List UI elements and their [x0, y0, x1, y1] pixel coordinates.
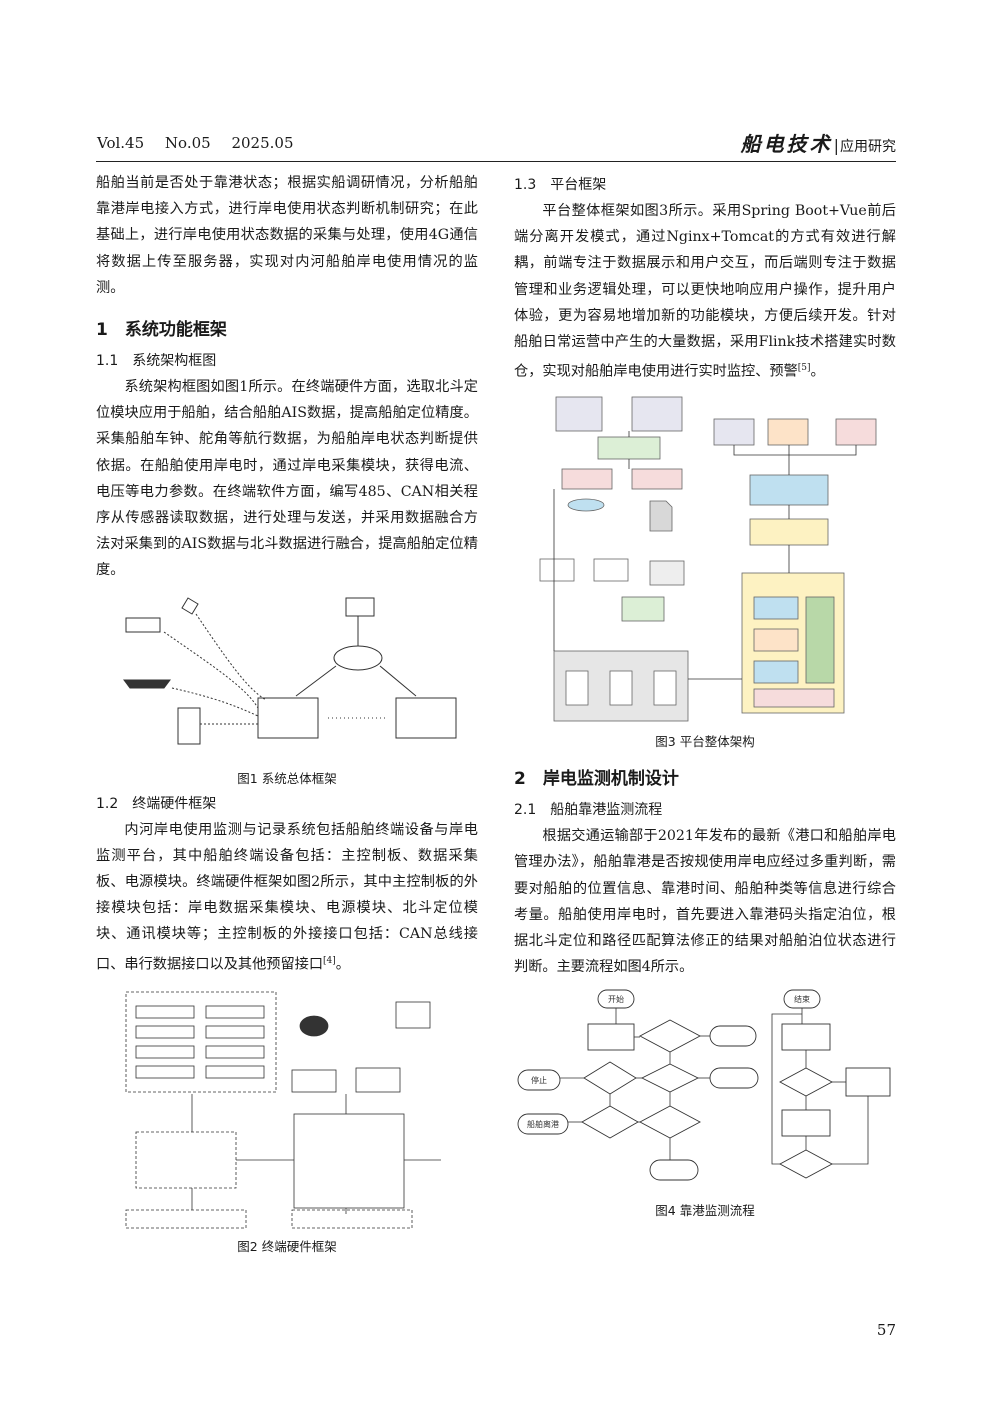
paragraph-1-2-end: 。: [335, 956, 350, 973]
satellite-icon: [181, 596, 199, 615]
cloud-icon: [333, 645, 383, 671]
figure-1-diagram: [123, 596, 457, 745]
subsection-1-1-heading: 1.1 系统架构框图: [96, 353, 217, 370]
figure-3-diagram: [539, 396, 877, 722]
process-box-1: [587, 1023, 635, 1051]
subsection-2-1-heading: 2.1 船舶靠港监测流程: [514, 802, 663, 819]
network-icon: [299, 1015, 329, 1036]
terminal-1-icon: [257, 697, 319, 739]
data-board-box: [135, 1131, 237, 1188]
figure-1-caption: 图1 系统总体框架: [237, 770, 337, 786]
subsection-1-2-heading: 1.2 终端硬件框架: [96, 795, 217, 812]
paragraph-1-3-end: 。: [810, 363, 825, 380]
flow-stop-label: 停止: [531, 1075, 547, 1085]
server-icon: [345, 597, 375, 617]
beidou-module-box: [355, 1067, 401, 1092]
figure-4-flowchart: 开始 结束 停止 船舶离港: [517, 989, 891, 1181]
paragraph-1-3: 平台整体框架如图3所示。采用Spring Boot+Vue前后端分离开发模式，通…: [514, 198, 896, 385]
left-column: 船舶当前是否处于靠港状态；根据实船调研情况，分析船舶靠港岸电接入方式，进行岸电使…: [96, 170, 478, 1259]
paragraph-1-1: 系统架构框图如图1所示。在终端硬件方面，选取北斗定位模块应用于船舶，结合船舶AI…: [96, 379, 478, 579]
section-2-heading: 2 岸电监测机制设计: [514, 769, 679, 790]
decision-3: [640, 1063, 700, 1093]
paragraph-2-1: 根据交通运输部于2021年发布的最新《港口和船舶岸电管理办法》，船舶靠港是否按规…: [514, 828, 896, 976]
figure-4-caption: 图4 靠港监测流程: [655, 1203, 755, 1219]
ais-device-icon: [125, 617, 161, 633]
paragraph-1-2: 内河岸电使用监测与记录系统包括船舶终端设备与岸电监测平台，其中船舶终端设备包括：…: [96, 817, 478, 978]
header-separator: |: [833, 136, 839, 155]
stop-terminal: [517, 1069, 561, 1091]
shore-power-box-icon: [177, 707, 201, 745]
flow-end-label: 结束: [794, 994, 810, 1004]
computer-icon: [395, 1001, 431, 1028]
section-tag: 应用研究: [840, 139, 896, 155]
volume: Vol.45: [97, 134, 145, 152]
issue-info: Vol.45 No.05 2025.05: [97, 134, 309, 152]
figure-2-caption: 图2 终端硬件框架: [237, 1238, 337, 1254]
modules-box: [125, 991, 277, 1092]
intro-paragraph: 船舶当前是否处于靠港状态；根据实船调研情况，分析船舶靠港岸电接入方式，进行岸电使…: [96, 175, 478, 296]
decision-2: [583, 1061, 637, 1095]
figure-2: [96, 982, 478, 1234]
flow-start-label: 开始: [608, 994, 624, 1004]
header-rule: [96, 161, 896, 162]
journal-name: 船电技术: [740, 132, 833, 156]
journal-header: 船电技术 | 应用研究: [741, 128, 896, 157]
section-1-heading: 1 系统功能框架: [96, 320, 227, 341]
terminal-2-icon: [395, 697, 457, 739]
comm-module-box: [291, 1069, 337, 1092]
citation-4[interactable]: [4]: [323, 955, 336, 966]
ship-icon: [123, 679, 171, 689]
flow-departure-label: 船舶离港: [527, 1119, 559, 1129]
departure-terminal: [517, 1113, 569, 1135]
issue-number: No.05: [164, 134, 211, 152]
figure-3-caption: 图3 平台整体架构: [655, 734, 755, 750]
issue-date: 2025.05: [231, 134, 294, 152]
page-number: 57: [876, 1321, 896, 1339]
main-board-box: [293, 1113, 405, 1208]
figure-2-diagram: [125, 991, 441, 1228]
decision-5: [639, 1105, 701, 1139]
right-column: 1.3 平台框架 平台整体框架如图3所示。采用Spring Boot+Vue前后…: [514, 170, 896, 1223]
decision-1: [639, 1019, 701, 1053]
figure-1: [96, 588, 478, 766]
decision-4: [581, 1105, 639, 1139]
citation-5[interactable]: [5]: [797, 363, 811, 374]
subsection-1-3-heading: 1.3 平台框架: [514, 177, 607, 193]
paragraph-1-3-text: 平台整体框架如图3所示。采用Spring Boot+Vue前后端分离开发模式，通…: [514, 203, 896, 380]
figure-3: [514, 389, 896, 729]
figure-4: 开始 结束 停止 船舶离港: [514, 984, 896, 1198]
paragraph-1-2-text: 内河岸电使用监测与记录系统包括船舶终端设备与岸电监测平台，其中船舶终端设备包括：…: [96, 821, 478, 973]
